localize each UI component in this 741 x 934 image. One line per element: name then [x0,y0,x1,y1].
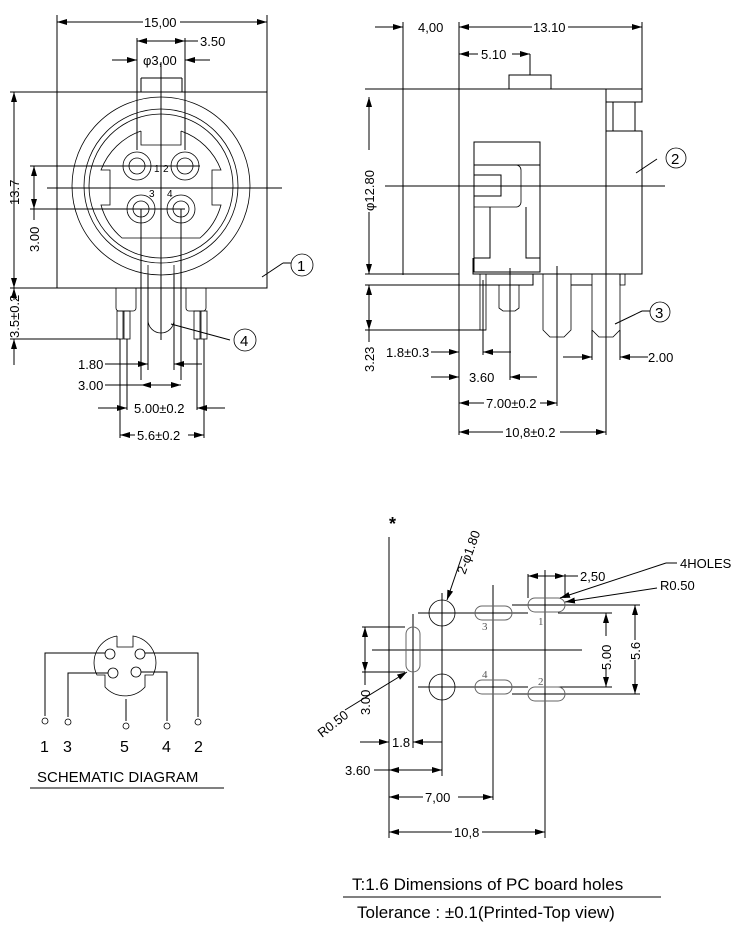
schematic-terminal-1 [41,717,49,725]
dim-2-00: 2.00 [648,350,673,365]
dim-3-60: 3.60 [469,370,494,385]
schematic-terminal-4 [163,722,171,730]
dim-key-diameter: φ3,00 [143,53,177,68]
dim-7-00: 7,00 [425,790,450,805]
dim-5-6: 5.6 [628,642,643,660]
svg-text:5: 5 [120,739,129,756]
side-view: 4,00 13.10 5.10 φ12.80 3.23 [362,20,687,440]
pin-label-1: 1 [154,164,160,175]
pin-label-2: 2 [163,164,169,175]
dim-1-80: 1.80 [78,357,103,372]
dim-3-00: 3.00 [78,378,103,393]
slot-hole-ground [405,626,421,673]
slot-hole-3 [474,605,513,621]
mounting-hole [428,599,456,627]
dim-key-width: 3.50 [200,34,225,49]
svg-text:3: 3 [655,305,663,322]
dim-hole-diameter: 2-φ1.80 [454,528,484,576]
svg-text:2: 2 [671,151,679,168]
slot-hole-1 [527,597,566,613]
dim-3-60: 3.60 [345,763,370,778]
note-thickness: T:1.6 Dimensions of PC board holes [352,875,623,894]
dim-offset: 4,00 [418,20,443,35]
schematic-terminal-3 [64,718,72,726]
slot-hole-4 [474,679,513,695]
pin-label-3: 3 [149,189,155,200]
dim-7-00: 7.00±0.2 [486,396,537,411]
svg-text:1: 1 [538,616,544,628]
callout-4 [233,328,257,352]
schematic-terminal-5 [122,722,130,730]
dim-1-8: 1.8 [392,735,410,750]
dim-width: 15,00 [144,15,177,30]
dim-10-8: 10,8±0.2 [505,425,556,440]
schematic-terminal-2 [194,718,202,726]
dim-1-8: 1.8±0.3 [386,345,429,360]
reference-marker: * [389,514,396,534]
schematic-connector-outline [93,635,157,697]
svg-text:4: 4 [482,669,488,681]
holes-note: 4HOLES [680,556,732,571]
svg-text:2: 2 [194,739,203,756]
dim-radius-left: R0.50 [315,707,352,740]
callout-3 [649,301,671,323]
callout-1 [290,253,314,277]
front-view: 15,00 3.50 φ3,00 1 2 3 4 [7,15,314,443]
dim-pin-pitch-vertical: 3.00 [27,227,42,252]
notes: T:1.6 Dimensions of PC board holes Toler… [343,875,661,922]
svg-text:3: 3 [482,621,488,633]
dim-5-00: 5.00 [599,645,614,670]
schematic-diagram: 1 3 5 4 2 SCHEMATIC DIAGRAM [30,635,224,789]
note-tolerance: Tolerance : ±0.1(Printed-Top view) [357,903,615,922]
dim-radius-top: R0.50 [660,578,695,593]
callout-2 [665,147,687,169]
dim-10-8: 10,8 [454,825,479,840]
schematic-title: SCHEMATIC DIAGRAM [37,769,198,786]
slot-hole-2 [527,686,566,702]
svg-text:4: 4 [240,333,248,350]
svg-text:4: 4 [162,739,171,756]
dim-pin-length: 3.5±0.2 [7,295,22,338]
dim-3-00: 3.00 [358,690,373,715]
dim-key-position: 5.10 [481,47,506,62]
mounting-hole [428,673,456,701]
dim-5-00: 5.00±0.2 [134,401,185,416]
svg-text:1: 1 [40,739,49,756]
svg-text:2: 2 [538,676,544,688]
dim-5-6: 5.6±0.2 [137,428,180,443]
dim-slot-length: 2,50 [580,569,605,584]
connector-body-outline [56,91,268,289]
dim-depth: 13.10 [533,20,566,35]
svg-text:3: 3 [63,739,72,756]
pcb-hole-layout: * 1 2 3 4 2-φ1.80 2,50 [315,514,732,840]
dim-height: 13.7 [7,180,22,205]
dim-pin-height: 3.23 [362,347,377,372]
pin-label-4: 4 [167,189,173,200]
dim-diameter: φ12.80 [362,170,377,211]
svg-text:1: 1 [297,258,305,275]
